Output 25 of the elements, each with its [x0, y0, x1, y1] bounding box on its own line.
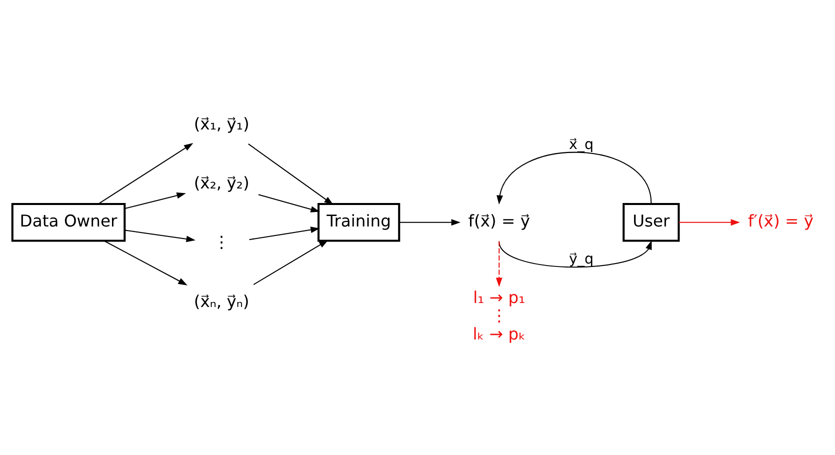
arrow: [496, 151, 652, 204]
arrow: [498, 240, 652, 267]
arrow: [678, 218, 740, 226]
arrow: [248, 143, 334, 204]
node-box: User: [622, 202, 680, 242]
node-text: ⋮: [213, 232, 230, 252]
node-text: f(x⃗) = y⃗: [468, 210, 530, 230]
arrow: [104, 240, 188, 285]
node-text: l₁ → p₁ ⋮ lₖ → pₖ: [472, 287, 526, 344]
node-text: f′(x⃗) = y⃗: [748, 210, 814, 230]
edge-label: x⃗_q: [568, 136, 594, 153]
edge-label: y⃗_q: [568, 250, 594, 267]
arrow: [253, 240, 328, 284]
arrow: [98, 142, 194, 204]
node-box: Data Owner: [11, 202, 126, 242]
arrow: [249, 226, 320, 240]
node-text: (x⃗₂, y⃗₂): [194, 173, 250, 192]
node-text: (x⃗ₙ, y⃗ₙ): [194, 291, 250, 310]
node-text: (x⃗₁, y⃗₁): [194, 114, 250, 133]
arrow: [496, 240, 502, 286]
arrow: [258, 194, 320, 212]
arrow: [124, 229, 196, 242]
arrow: [124, 192, 186, 209]
arrow: [399, 218, 460, 226]
node-box: Training: [318, 202, 400, 242]
